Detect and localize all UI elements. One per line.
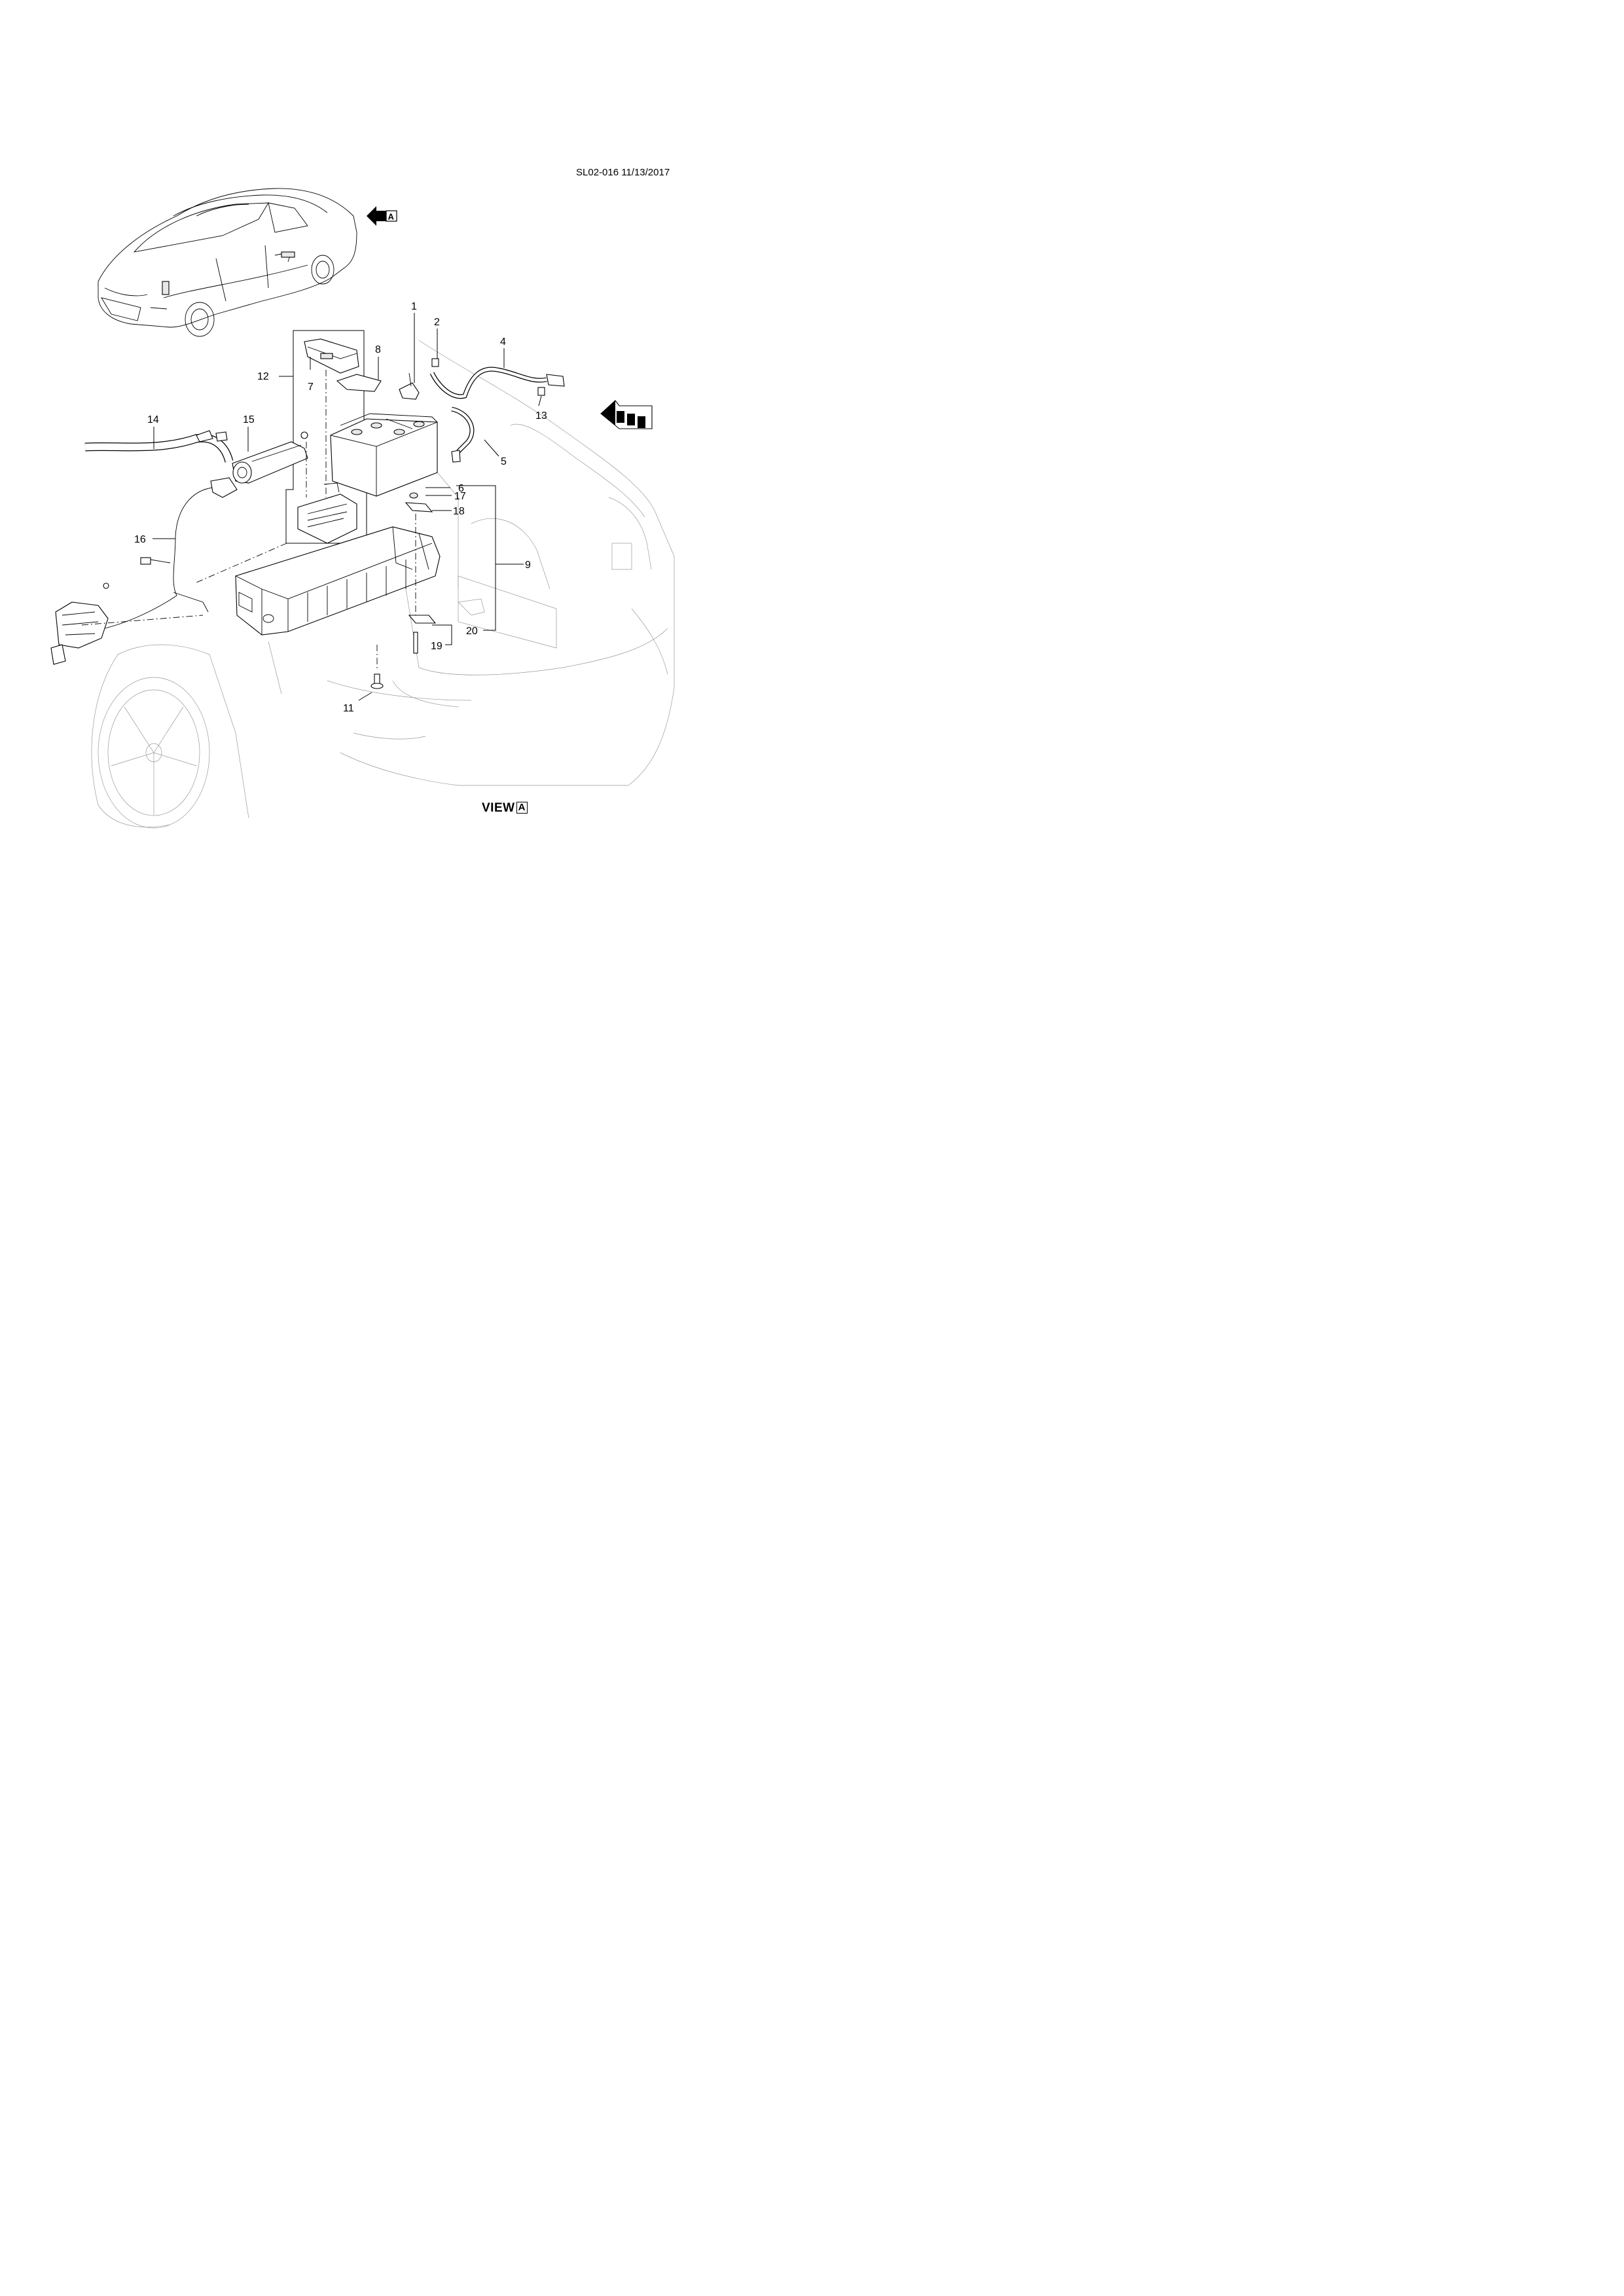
callout-15: 15 xyxy=(243,414,255,425)
part-1-terminal xyxy=(399,372,420,400)
callout-19: 19 xyxy=(431,641,442,652)
part-12-fuse-base xyxy=(297,482,357,544)
callout-6: 6 xyxy=(458,483,464,494)
callout-numbers: 1 2 4 5 6 7 8 9 11 12 13 14 15 16 17 18 … xyxy=(134,301,547,714)
exploded-parts-diagram: A xyxy=(50,188,675,829)
front-direction-arrow xyxy=(600,400,653,429)
callout-17: 17 xyxy=(454,491,466,502)
callout-5: 5 xyxy=(501,456,507,467)
callout-8: 8 xyxy=(375,344,381,355)
part-2-clip xyxy=(431,358,439,367)
callout-14: 14 xyxy=(147,414,159,425)
part-5-cable xyxy=(451,406,475,463)
overview-car xyxy=(98,188,357,337)
part-18-hold-down xyxy=(405,502,433,512)
assembly-lines xyxy=(81,370,416,671)
view-a-arrow: A xyxy=(367,206,397,226)
part-14-harness xyxy=(84,430,234,463)
vehicle-rear-body xyxy=(91,340,675,829)
callout-9: 9 xyxy=(525,560,531,571)
part-8-pad xyxy=(336,374,382,392)
callout-16: 16 xyxy=(134,534,146,545)
view-a-arrow-label: A xyxy=(388,212,395,222)
callout-13: 13 xyxy=(535,410,547,422)
part-17-nut xyxy=(409,492,418,499)
part-15-fuse-block xyxy=(232,431,308,484)
part-4-cable xyxy=(429,367,565,399)
leader-lines xyxy=(153,313,542,701)
callout-20: 20 xyxy=(466,626,478,637)
part-7-cover xyxy=(304,338,359,374)
part-9-tray xyxy=(235,526,441,636)
part-20-clamp xyxy=(408,615,437,624)
callout-11: 11 xyxy=(343,703,354,714)
part-19-bolt xyxy=(413,632,418,654)
part-13-nut xyxy=(537,387,545,396)
part-16-harness xyxy=(50,477,238,665)
part-11-bolt xyxy=(370,673,384,689)
document-id: SL02-016 11/13/2017 xyxy=(576,167,670,178)
callout-1: 1 xyxy=(411,301,417,312)
callout-12: 12 xyxy=(257,371,269,382)
view-label-text: VIEW xyxy=(482,801,515,815)
part-6-battery xyxy=(330,413,438,497)
view-label-ref: A xyxy=(516,802,528,814)
callout-7: 7 xyxy=(308,382,314,393)
callout-2: 2 xyxy=(434,317,440,328)
callout-18: 18 xyxy=(453,506,465,517)
callout-4: 4 xyxy=(500,336,506,348)
